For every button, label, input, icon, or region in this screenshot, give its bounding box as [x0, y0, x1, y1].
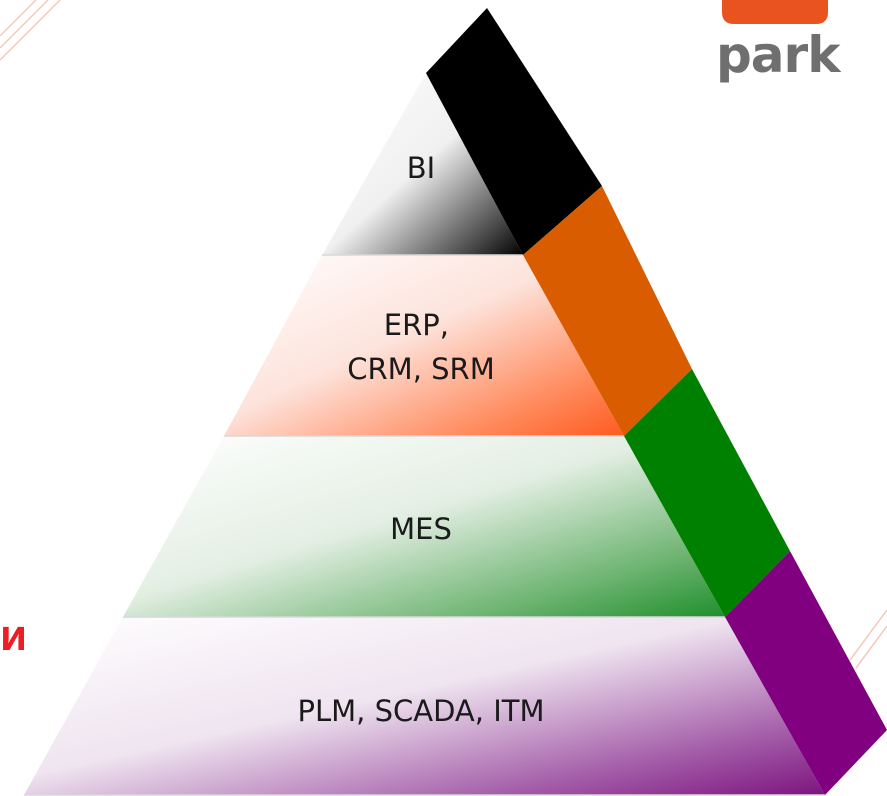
label-plm: PLM, SCADA, ITM — [298, 694, 545, 728]
cropped-text-fragment: и — [0, 611, 28, 660]
label-bi: BI — [407, 151, 435, 185]
decorative-hatch-top-left — [0, 0, 61, 61]
label-bi-line-1: BI — [407, 151, 435, 185]
level-labels: BI ERP, CRM, SRM MES PLM, SCADA, ITM — [298, 151, 545, 728]
pyramid-side-bands — [426, 8, 887, 795]
level-mes-face — [123, 436, 725, 617]
label-erp-line-2: CRM, SRM — [347, 352, 494, 386]
logo-word: park — [716, 26, 842, 84]
label-erp: ERP, CRM, SRM — [347, 308, 494, 386]
label-mes-line-1: MES — [390, 512, 452, 546]
decorative-hatch-right — [849, 609, 887, 669]
side-band-plm — [725, 551, 887, 795]
logo-accent-shape — [722, 0, 828, 24]
label-erp-line-1: ERP, — [384, 308, 449, 342]
level-erp-face — [224, 255, 624, 436]
side-band-mes — [624, 369, 790, 617]
label-mes: MES — [390, 512, 452, 546]
side-band-bi — [426, 8, 602, 255]
company-logo: park — [716, 0, 843, 84]
level-bi-face — [322, 73, 523, 255]
side-band-erp — [523, 186, 692, 436]
level-plm-face — [24, 617, 825, 795]
label-plm-line-1: PLM, SCADA, ITM — [298, 694, 545, 728]
pyramid-front — [24, 73, 825, 795]
level-separators — [24, 254, 825, 796]
